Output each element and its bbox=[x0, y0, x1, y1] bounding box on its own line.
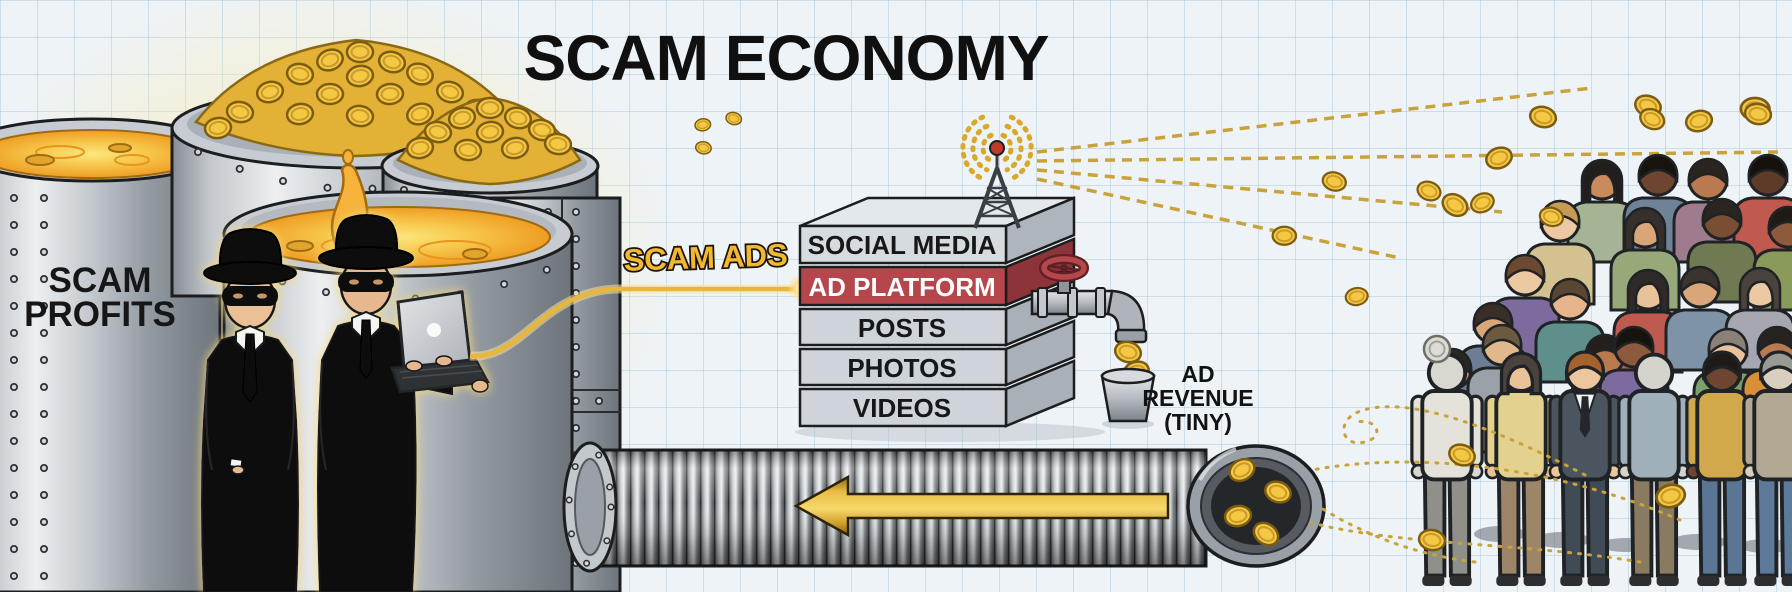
stack-layer-social-media: SOCIAL MEDIA bbox=[798, 196, 1076, 265]
coin-trails bbox=[1306, 405, 1682, 564]
arrow-left-icon bbox=[793, 474, 1170, 538]
ad-revenue-label-line3: (TINY) bbox=[1164, 409, 1232, 435]
valve-icon bbox=[1039, 254, 1089, 294]
ad-revenue-label-line1: AD bbox=[1181, 361, 1214, 387]
suit bbox=[317, 320, 453, 592]
eye-mask-icon bbox=[338, 272, 394, 292]
stack-label-social-media: SOCIAL MEDIA bbox=[808, 230, 997, 260]
eye-mask-icon bbox=[222, 286, 278, 306]
suit bbox=[201, 334, 299, 592]
silver-coin-icon bbox=[1422, 334, 1452, 364]
scammer-icon-left bbox=[201, 228, 299, 592]
broadcast-waves-icon bbox=[960, 114, 1034, 182]
stack-layer-photos: PHOTOS bbox=[798, 319, 1076, 387]
radio-tower-icon bbox=[960, 114, 1034, 229]
tie bbox=[242, 333, 258, 403]
stack-label-photos: PHOTOS bbox=[847, 353, 956, 383]
faucet-icon bbox=[693, 110, 1156, 429]
scammer-icon-right bbox=[317, 214, 490, 592]
scam-profits-label-line1: SCAM bbox=[48, 261, 151, 300]
page-title: SCAM ECONOMY bbox=[524, 22, 1049, 94]
crowd-icon bbox=[1409, 153, 1792, 588]
stack-layer-videos: VIDEOS bbox=[798, 359, 1076, 428]
bucket-icon bbox=[693, 110, 1156, 423]
social-media-stack: SOCIAL MEDIA AD PLATFORM POSTS PHOTOS VI… bbox=[795, 196, 1105, 442]
tie bbox=[359, 319, 373, 379]
stack-label-posts: POSTS bbox=[858, 313, 946, 343]
pipe-icon bbox=[562, 441, 1326, 573]
scam-ads-label: SCAM ADS bbox=[623, 237, 788, 278]
crowd-person-suit-man bbox=[1547, 350, 1623, 588]
scam-profits-label-line2: PROFITS bbox=[24, 295, 176, 334]
ad-revenue-label-line2: REVENUE bbox=[1142, 385, 1253, 411]
pipe-mouth bbox=[1186, 444, 1326, 568]
broadcast-rays bbox=[1036, 86, 1783, 260]
stack-label-videos: VIDEOS bbox=[853, 393, 951, 423]
stack-label-ad-platform: AD PLATFORM bbox=[808, 272, 995, 302]
laptop-icon bbox=[390, 290, 490, 394]
